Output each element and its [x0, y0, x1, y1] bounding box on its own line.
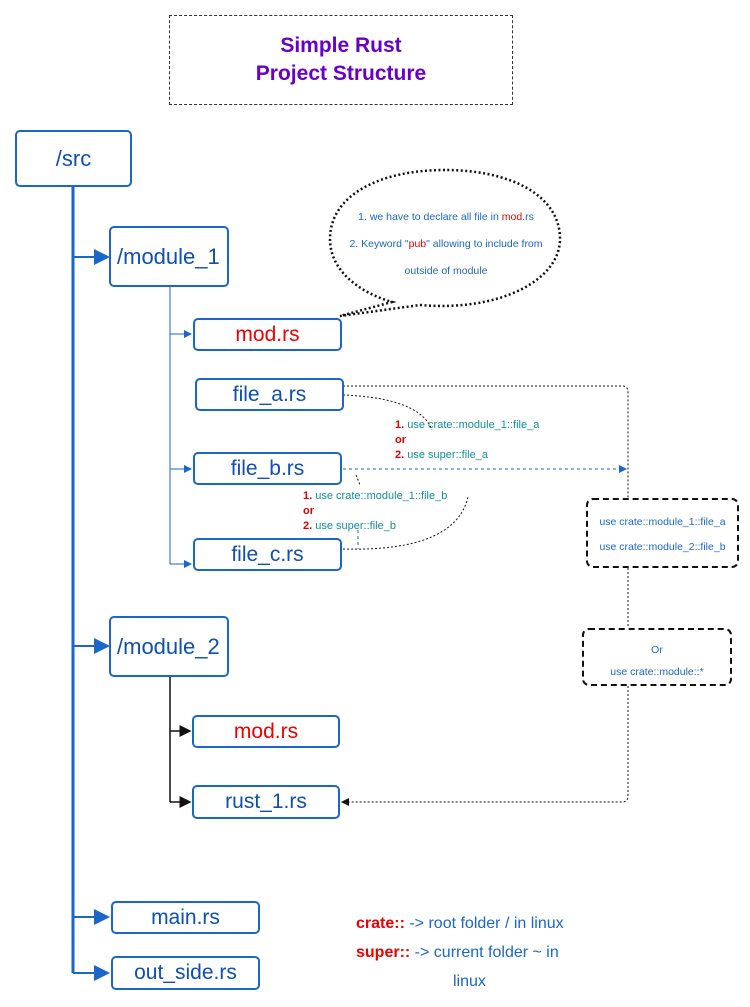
node-file-a[interactable]: file_a.rs [195, 378, 344, 411]
node-rust-1-label: rust_1.rs [225, 790, 307, 813]
bubble-line-2: 2. Keyword "pub" allowing to include fro… [349, 238, 543, 250]
bubble-text: 1. we have to declare all file in mod.rs… [334, 204, 558, 285]
legend-super: super:: -> current folder ~ in [356, 944, 559, 961]
node-module-1-mod-rs-label: mod.rs [235, 322, 300, 346]
title-line-1: Simple Rust [280, 34, 402, 57]
annotation-file-a: 1. use crate::module_1::file_a or 2. use… [395, 419, 540, 461]
or-box-line-1: Or [651, 644, 663, 656]
node-src[interactable]: /src [15, 130, 132, 187]
legend-super-cont: linux [453, 973, 486, 990]
annotation-file-b: 1. use crate::module_1::file_b or 2. use… [303, 490, 448, 532]
node-module-2-mod-rs[interactable]: mod.rs [192, 715, 340, 748]
node-module-2-label: /module_2 [117, 633, 220, 659]
node-out-side-rs-label: out_side.rs [134, 961, 237, 984]
node-file-b[interactable]: file_b.rs [193, 452, 342, 485]
title-box: Simple Rust Project Structure [169, 15, 513, 105]
node-rust-1[interactable]: rust_1.rs [192, 785, 340, 819]
or-box-line-2: use crate::module::* [610, 666, 704, 678]
module1-tree [169, 287, 192, 568]
node-module-1[interactable]: /module_1 [109, 226, 229, 287]
node-file-c[interactable]: file_c.rs [193, 538, 342, 571]
use-statements-box: use crate::module_1::file_a use crate::m… [586, 498, 739, 568]
node-module-2[interactable]: /module_2 [109, 616, 229, 677]
bubble-line-1: 1. we have to declare all file in mod.rs [358, 211, 534, 223]
node-file-a-label: file_a.rs [232, 382, 307, 406]
node-main-rs[interactable]: main.rs [111, 901, 260, 934]
bubble-line-3: outside of module [404, 265, 488, 277]
use-box-line-2: use crate::module_2::file_b [599, 541, 726, 553]
module2-tree [169, 677, 192, 808]
node-file-c-label: file_c.rs [231, 542, 304, 566]
file-b-to-use-box-link [343, 465, 627, 549]
speech-bubble [328, 168, 562, 318]
legend: crate:: -> root folder / in linux super:… [356, 909, 564, 996]
file-a-to-use-box-link [341, 385, 629, 806]
node-file-b-label: file_b.rs [230, 456, 305, 480]
title-line-2: Project Structure [255, 62, 427, 85]
node-src-label: /src [55, 145, 92, 171]
src-branches [73, 249, 110, 981]
legend-crate: crate:: -> root folder / in linux [356, 915, 564, 932]
node-out-side-rs[interactable]: out_side.rs [111, 956, 260, 990]
node-module-2-mod-rs-label: mod.rs [233, 719, 299, 743]
node-module-1-label: /module_1 [117, 243, 220, 269]
use-box-line-1: use crate::module_1::file_a [599, 516, 726, 528]
node-main-rs-label: main.rs [151, 905, 220, 929]
node-module-1-mod-rs[interactable]: mod.rs [193, 318, 342, 351]
wildcard-use-box: Or use crate::module::* [582, 628, 732, 686]
